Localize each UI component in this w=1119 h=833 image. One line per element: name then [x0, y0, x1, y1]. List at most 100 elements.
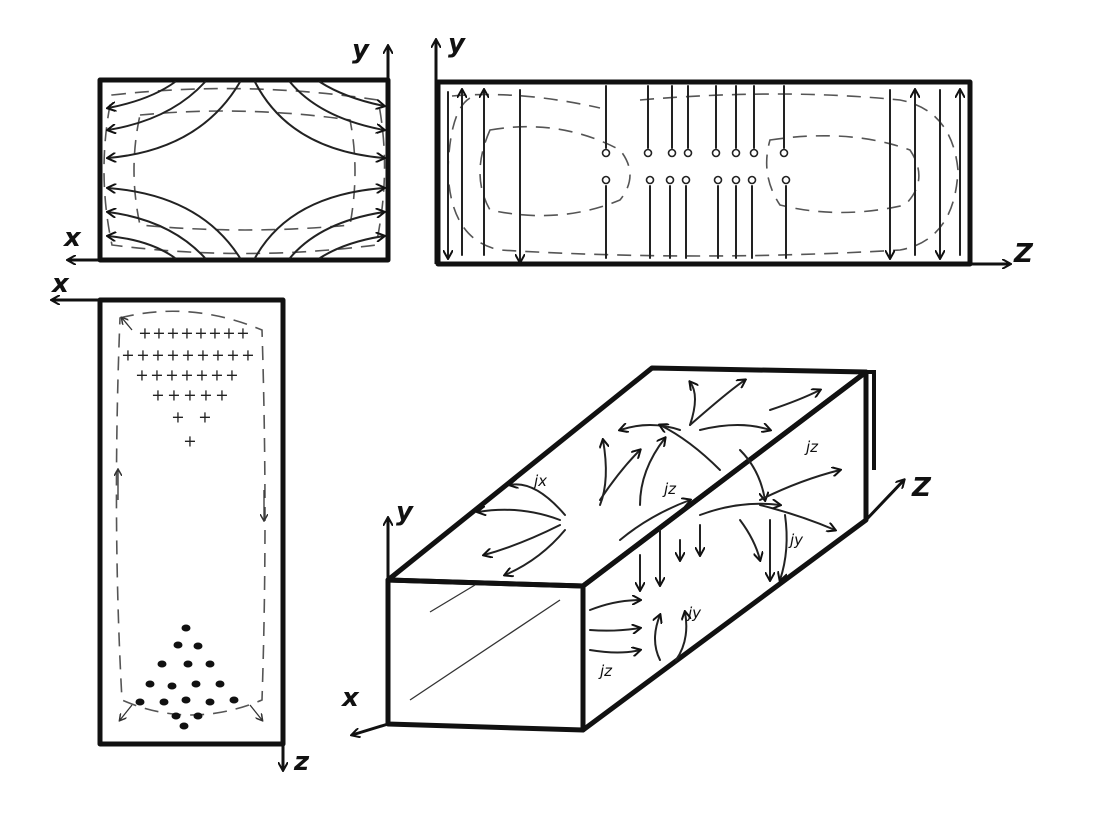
positive-charge-sign: + [196, 346, 209, 365]
iso-current-label-jx: jx [532, 472, 547, 490]
xy-field-line [108, 188, 241, 259]
positive-charge-sign: + [181, 346, 194, 365]
iso-top-current-line [660, 425, 721, 471]
xy-dashed-loop-inner [133, 110, 356, 231]
negative-charge-dot [193, 642, 203, 650]
xy-field-line [319, 236, 384, 259]
xy-section-view: y x [62, 35, 388, 260]
zy-line-end-circle [643, 148, 653, 158]
iso-x-axis-label: x [340, 683, 360, 713]
positive-charge-sign: + [166, 346, 179, 365]
zy-section-view: y Z [436, 29, 1034, 269]
iso-front-shading [409, 599, 561, 701]
zx-z-axis-label: z [293, 747, 310, 777]
xy-dashed-loop-outer [103, 87, 386, 255]
zy-z-axis-label: Z [1013, 239, 1034, 269]
negative-charge-cluster [135, 624, 239, 730]
positive-charge-sign: + [210, 366, 223, 385]
zy-line-end-circle [601, 175, 611, 185]
zy-y-axis-label: y [448, 29, 466, 59]
iso-top-current-line [759, 470, 840, 501]
xy-x-axis-label: x [62, 223, 82, 253]
positive-charge-sign: + [195, 366, 208, 385]
iso-top-current-line [769, 390, 820, 411]
positive-charge-sign: + [136, 346, 149, 365]
negative-charge-dot [205, 698, 215, 706]
xy-field-line [108, 81, 206, 130]
iso-top-current-line [639, 438, 665, 506]
positive-charge-sign: + [151, 386, 164, 405]
zy-line-end-circle [713, 175, 723, 185]
iso-top-current-line [510, 484, 566, 516]
iso-current-label-jy: jy [686, 604, 702, 622]
iso-top-current-line [699, 425, 770, 430]
iso-top-current-line [478, 510, 561, 521]
iso-top-current-line [505, 529, 566, 575]
zy-dashed-loop-right [765, 134, 920, 214]
positive-charge-sign: + [183, 432, 196, 451]
negative-charge-dot [229, 696, 239, 704]
negative-charge-dot [215, 680, 225, 688]
positive-charge-sign: + [167, 386, 180, 405]
zx-dashed-loop [115, 310, 266, 716]
iso-top-current-line [600, 440, 606, 506]
negative-charge-dot [181, 696, 191, 704]
iso-top-current-line [739, 449, 765, 500]
positive-charge-sign: + [211, 346, 224, 365]
zy-central-lower-lines [601, 175, 791, 259]
xy-field-line [108, 212, 206, 259]
iso-current-label-jz: jz [598, 662, 613, 680]
negative-charge-dot [157, 660, 167, 668]
zy-line-end-circle [667, 148, 677, 158]
positive-charge-sign: + [226, 346, 239, 365]
positive-charge-sign: + [152, 324, 165, 343]
isometric-view: jx jz jz jy jy jz y x Z [340, 365, 932, 735]
xy-field-line [289, 212, 384, 259]
iso-x-axis [352, 722, 389, 735]
positive-charge-sign: + [236, 324, 249, 343]
iso-current-label-jz: jz [804, 438, 819, 456]
zx-loop-arrow-corner [249, 704, 262, 720]
iso-side-current-line [589, 628, 640, 631]
iso-top-current-line [759, 504, 835, 530]
zx-loop-arrow-corner [122, 318, 133, 331]
xy-section-frame [97, 77, 391, 263]
iso-side-current-line [655, 615, 660, 661]
xy-field-line [108, 236, 176, 259]
positive-charge-sign: + [180, 366, 193, 385]
zy-line-end-circle [749, 148, 759, 158]
xy-field-line [254, 188, 384, 259]
zy-line-end-circle [779, 148, 789, 158]
zy-line-end-circle [747, 175, 757, 185]
iso-top-current-line [620, 425, 681, 430]
zy-dashed-loop-left [479, 125, 631, 217]
iso-current-label-jz: jz [662, 480, 677, 498]
negative-charge-dot [183, 660, 193, 668]
positive-charge-sign: + [222, 324, 235, 343]
xy-field-line [108, 81, 176, 108]
xy-field-line [289, 81, 384, 130]
negative-charge-dot [171, 712, 181, 720]
iso-current-label-jy: jy [788, 531, 804, 549]
iso-side-current-line [739, 519, 760, 560]
iso-side-current-line [780, 514, 788, 580]
zy-line-end-circle [731, 175, 741, 185]
iso-y-axis-label: y [396, 497, 414, 527]
negative-charge-dot [205, 660, 215, 668]
positive-charge-sign: + [165, 366, 178, 385]
zx-loop-arrow-corner [120, 704, 133, 720]
zy-line-end-circle [731, 148, 741, 158]
xy-y-axis-label: y [352, 35, 370, 65]
zy-line-end-circle [665, 175, 675, 185]
zy-dashed-loop-outer [447, 93, 959, 257]
negative-charge-dot [179, 722, 189, 730]
negative-charge-dot [135, 698, 145, 706]
xy-field-line [319, 81, 384, 106]
positive-charge-sign: + [225, 366, 238, 385]
negative-charge-dot [159, 698, 169, 706]
zy-line-end-circle [711, 148, 721, 158]
negative-charge-dot [193, 712, 203, 720]
iso-top-current-line [690, 382, 695, 426]
positive-charge-cluster: ++++++++++++++++++++++++++++++++ [121, 324, 254, 451]
iso-side-current-line [675, 612, 686, 661]
